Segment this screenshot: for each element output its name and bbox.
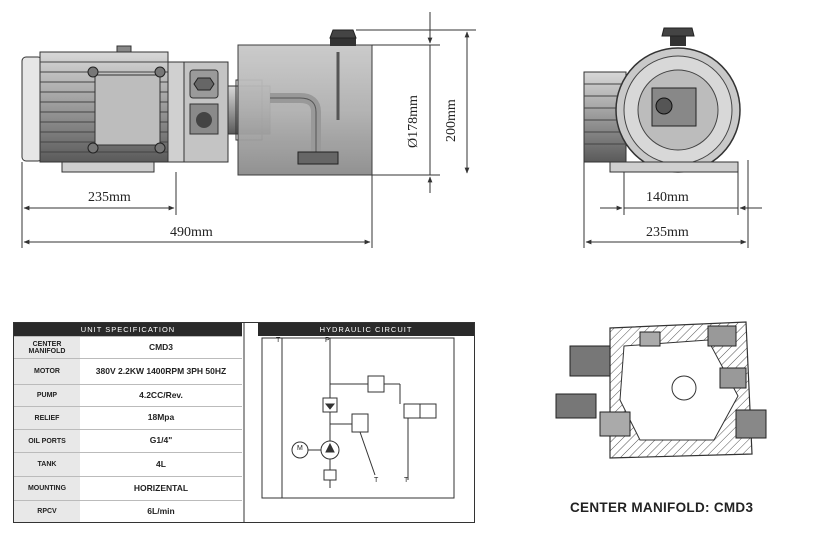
circuit-label-p: P xyxy=(325,337,330,344)
spec-label: OIL PORTS xyxy=(14,430,80,452)
spec-label: MOTOR xyxy=(14,359,80,384)
spec-row: OIL PORTS G1/4" xyxy=(14,429,242,452)
hydraulic-circuit-diagram xyxy=(243,322,455,523)
circuit-label-motor: M xyxy=(297,445,303,452)
spec-value: 18Mpa xyxy=(147,412,175,423)
dim-total-length: 490mm xyxy=(170,225,213,240)
manifold-caption: CENTER MANIFOLD: CMD3 xyxy=(570,500,754,515)
side-view-pump-unit xyxy=(21,29,373,176)
spec-label: PUMP xyxy=(14,385,80,406)
end-view-pump-unit xyxy=(583,27,741,173)
spec-label: RPCV xyxy=(14,501,80,522)
spec-value: G1/4" xyxy=(149,435,173,446)
spec-row: RELIEF 18Mpa xyxy=(14,406,242,429)
spec-label: TANK xyxy=(14,453,80,476)
circuit-label-t-bottom-1: T xyxy=(374,477,379,484)
dim-motor-length: 235mm xyxy=(88,190,131,205)
center-manifold-drawing xyxy=(555,321,767,459)
spec-row: TANK 4L xyxy=(14,452,242,476)
spec-table-title: UNIT SPECIFICATION xyxy=(14,323,242,336)
spec-label: CENTER MANIFOLD xyxy=(14,337,80,358)
unit-specification-table: UNIT SPECIFICATION HYDRAULIC CIRCUIT CEN… xyxy=(13,322,475,523)
dim-tank-diameter: Ø178mm xyxy=(406,95,421,148)
dim-end-width: 235mm xyxy=(646,225,689,240)
side-view-dimension-lines xyxy=(21,12,476,248)
circuit-title: HYDRAULIC CIRCUIT xyxy=(258,323,474,336)
spec-row: CENTER MANIFOLD CMD3 xyxy=(14,336,242,358)
spec-value: CMD3 xyxy=(148,341,174,352)
dim-tank-height: 200mm xyxy=(444,99,459,142)
spec-value: HORIZENTAL xyxy=(133,482,189,493)
spec-value: 380V 2.2KW 1400RPM 3PH 50HZ xyxy=(95,365,227,376)
spec-value: 6L/min xyxy=(147,505,175,516)
spec-label: MOUNTING xyxy=(14,477,80,500)
circuit-label-t: T xyxy=(276,337,281,344)
spec-label: RELIEF xyxy=(14,407,80,429)
circuit-label-t-bottom-2: T xyxy=(404,477,409,484)
spec-value: 4.2CC/Rev. xyxy=(139,389,183,400)
end-view-dimension-lines xyxy=(583,160,762,248)
spec-row: MOUNTING HORIZENTAL xyxy=(14,476,242,500)
spec-row: MOTOR 380V 2.2KW 1400RPM 3PH 50HZ xyxy=(14,358,242,384)
spec-row: PUMP 4.2CC/Rev. xyxy=(14,384,242,406)
dim-mount-width: 140mm xyxy=(646,190,689,205)
spec-value: 4L xyxy=(156,458,166,469)
spec-row: RPCV 6L/min xyxy=(14,500,242,522)
